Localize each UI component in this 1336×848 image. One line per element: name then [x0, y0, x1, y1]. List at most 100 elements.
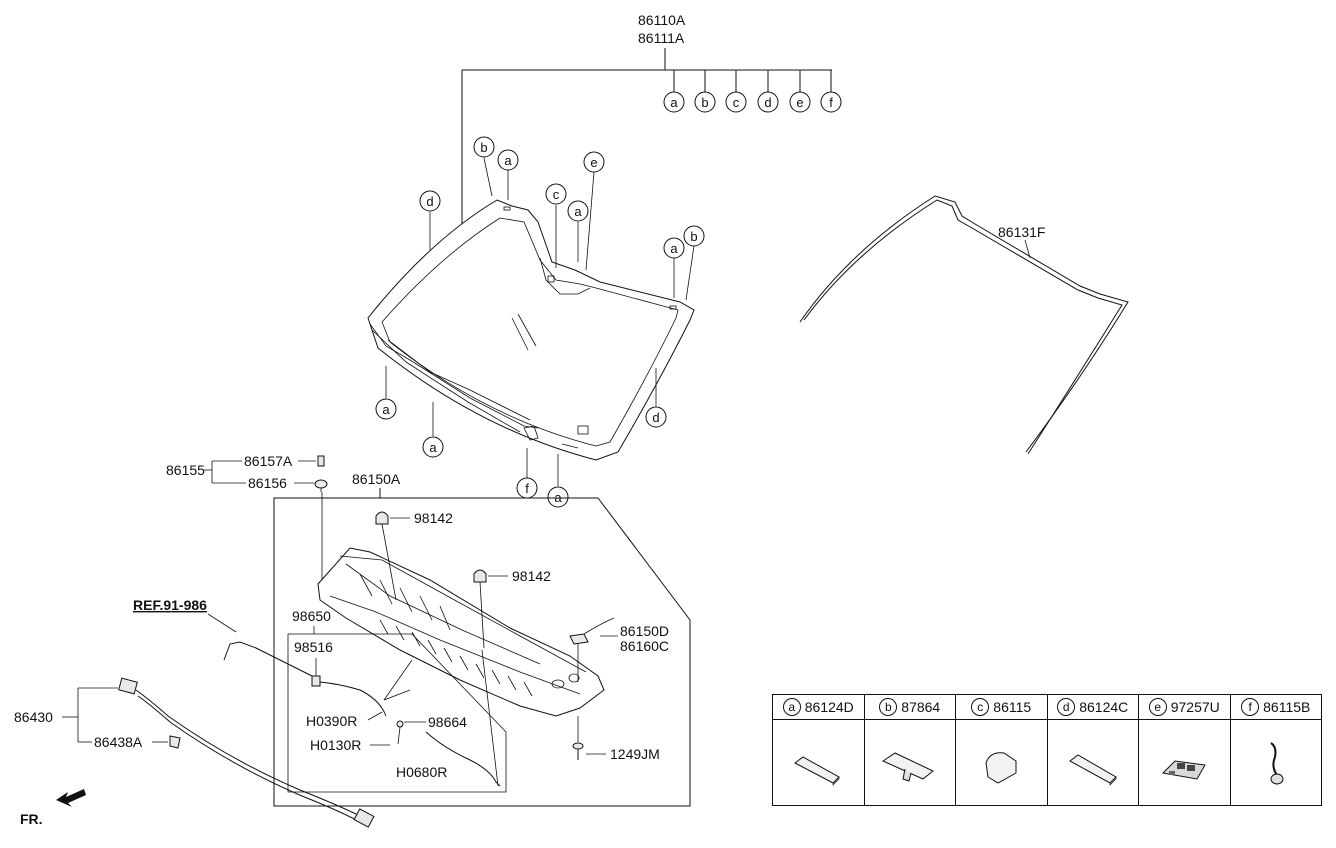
- part-label-86110a: 86110A: [638, 12, 686, 28]
- part-label-h0680r: H0680R: [396, 764, 447, 780]
- part-label-86111a: 86111A: [638, 30, 685, 46]
- part-label-86131f: 86131F: [998, 224, 1045, 240]
- legend-letter: f: [1241, 698, 1260, 716]
- part-label-98664: 98664: [428, 714, 467, 730]
- legend-letter: e: [1148, 698, 1167, 716]
- callout-b-top: b: [694, 91, 716, 113]
- cap-98142-upper: [375, 511, 397, 601]
- windshield-callouts: [385, 157, 695, 486]
- callout-d-1: d: [419, 190, 441, 212]
- svg-text:e: e: [590, 155, 597, 170]
- front-arrow-icon: [56, 789, 86, 807]
- legend-part-number: 86115B: [1263, 699, 1311, 715]
- callout-d-2: d: [645, 406, 667, 428]
- callout-d-top: d: [757, 91, 779, 113]
- sensor-icon: [1162, 759, 1207, 780]
- legend-part-number: 87864: [901, 699, 941, 715]
- legend-part-number: 86115: [993, 699, 1032, 715]
- svg-text:f: f: [829, 95, 833, 110]
- callout-a-top: a: [663, 91, 685, 113]
- legend-letter: d: [1057, 698, 1076, 716]
- part-label-86150a: 86150A: [352, 471, 401, 487]
- part-label-86160c: 86160C: [620, 638, 669, 654]
- callout-f-1: f: [516, 477, 538, 499]
- callout-a-6: a: [547, 486, 569, 508]
- part-label-h0130r: H0130R: [310, 737, 361, 753]
- svg-text:f: f: [525, 481, 529, 496]
- cowl-cover-clip: [569, 617, 615, 682]
- legend-letter: c: [971, 698, 990, 716]
- svg-text:c: c: [733, 95, 740, 110]
- pad-icon: [1068, 753, 1117, 786]
- callout-a-4: a: [375, 398, 397, 420]
- svg-text:b: b: [480, 140, 487, 155]
- callout-a-2: a: [567, 200, 589, 222]
- windshield-glass: [367, 199, 695, 461]
- part-label-98650: 98650: [292, 608, 331, 624]
- callout-a-1: a: [497, 149, 519, 171]
- svg-text:a: a: [670, 241, 678, 256]
- svg-text:c: c: [553, 187, 560, 202]
- legend-part-number: 97257U: [1170, 699, 1220, 715]
- svg-text:a: a: [670, 95, 678, 110]
- pad-icon: [794, 755, 841, 786]
- svg-text:a: a: [429, 440, 437, 455]
- svg-text:d: d: [652, 410, 659, 425]
- callout-b-2: b: [683, 225, 705, 247]
- callout-e-top: e: [789, 91, 811, 113]
- part-label-98142-lower: 98142: [512, 568, 551, 584]
- callout-c-top: c: [725, 91, 747, 113]
- callout-c-1: c: [545, 183, 567, 205]
- cowl-panel: [317, 547, 605, 717]
- part-label-86156: 86156: [248, 475, 287, 491]
- cap-98142-lower: [473, 569, 487, 649]
- wire-icon: [1270, 741, 1284, 784]
- clip-icon: [881, 751, 934, 782]
- legend-letter: a: [782, 698, 801, 716]
- callout-a-3: a: [663, 237, 685, 259]
- connector-98664-icon: [396, 720, 404, 745]
- part-label-86438a: 86438A: [94, 734, 143, 750]
- front-marker: FR.: [20, 811, 43, 827]
- part-label-1249jm: 1249JM: [610, 746, 660, 762]
- callout-a-5: a: [422, 436, 444, 458]
- windshield-moulding: [799, 195, 1129, 455]
- wiring-harness: [118, 677, 375, 828]
- legend-letter: b: [879, 698, 898, 716]
- part-label-h0390r: H0390R: [306, 713, 357, 729]
- callout-f-top: f: [820, 91, 842, 113]
- svg-text:a: a: [382, 402, 390, 417]
- svg-text:a: a: [504, 153, 512, 168]
- part-label-86430: 86430: [14, 709, 53, 725]
- block-icon: [985, 751, 1017, 784]
- svg-text:a: a: [574, 204, 582, 219]
- svg-text:b: b: [701, 95, 708, 110]
- callout-b-1: b: [473, 136, 495, 158]
- svg-text:d: d: [426, 194, 433, 209]
- part-label-98516: 98516: [294, 639, 333, 655]
- part-label-86155: 86155: [166, 462, 205, 478]
- legend-part-number: 86124C: [1079, 699, 1129, 715]
- reference-link[interactable]: REF.91-986: [133, 597, 207, 613]
- part-label-98142-upper: 98142: [414, 510, 453, 526]
- callout-e-1: e: [583, 151, 605, 173]
- clip-86156-icon: [314, 479, 328, 492]
- svg-text:d: d: [764, 95, 771, 110]
- svg-text:b: b: [690, 229, 697, 244]
- washer-nozzle-icon: [311, 675, 321, 687]
- bolt-1249jm-icon: [572, 716, 584, 760]
- callout-tree: [461, 48, 832, 225]
- clip-86157a-icon: [317, 455, 325, 467]
- svg-text:e: e: [796, 95, 803, 110]
- legend-part-number: 86124D: [804, 699, 854, 715]
- part-label-86150d: 86150D: [620, 623, 669, 639]
- part-label-86157a: 86157A: [244, 453, 293, 469]
